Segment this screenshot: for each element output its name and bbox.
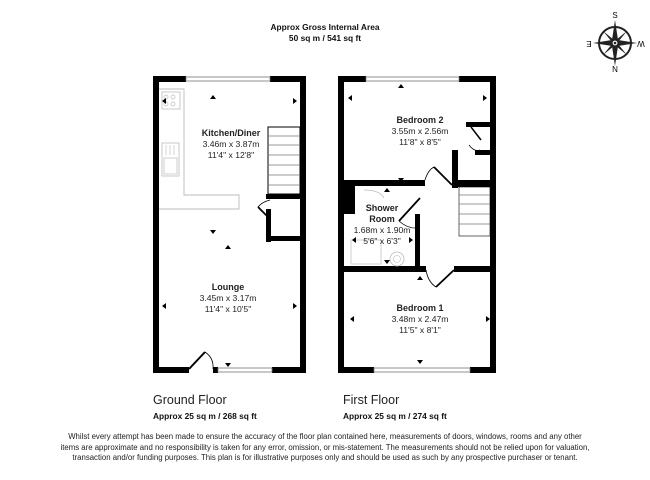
compass-south-label: S (612, 11, 617, 20)
compass-icon: S N E W (585, 8, 645, 74)
room-lounge: Lounge 3.45m x 3.17m 11'4" x 10'5" (200, 282, 257, 315)
room-metric: 3.48m x 2.47m (391, 314, 449, 324)
room-name: Lounge (211, 282, 245, 292)
first-floor-area: Approx 25 sq m / 274 sq ft (343, 411, 447, 421)
ground-floor-title: Ground Floor (153, 393, 227, 407)
compass-east-label: E (586, 39, 591, 48)
room-imperial: 11'5" x 8'1" (399, 325, 441, 335)
room-metric: 3.46m x 3.87m (202, 139, 260, 149)
room-imperial: 11'4" x 12'8" (207, 150, 255, 160)
room-bedroom-2: Bedroom 2 3.55m x 2.56m 11'8" x 8'5" (392, 115, 449, 148)
room-imperial: 11'8" x 8'5" (399, 137, 441, 147)
room-metric: 3.55m x 2.56m (391, 126, 449, 136)
ground-floor-area: Approx 25 sq m / 268 sq ft (153, 411, 257, 421)
first-floor-title: First Floor (343, 393, 400, 407)
room-imperial: 11'4" x 10'5" (204, 304, 252, 314)
gia-title: Approx Gross Internal Area (270, 22, 380, 32)
room-metric: 3.45m x 3.17m (199, 293, 257, 303)
disclaimer-text: Whilst every attempt has been made to en… (60, 432, 590, 463)
room-imperial: 5'6" x 6'3" (363, 236, 401, 246)
compass-west-label: W (637, 39, 645, 48)
room-name: Shower (365, 203, 399, 213)
compass-north-label: N (612, 65, 618, 74)
room-metric: 1.68m x 1.90m (353, 225, 411, 235)
first-floor-plan (338, 76, 496, 373)
room-shower-room: Shower Room 1.68m x 1.90m 5'6" x 6'3" (354, 203, 411, 247)
room-name: Bedroom 2 (396, 115, 444, 125)
room-name: Kitchen/Diner (201, 128, 261, 138)
room-kitchen-diner: Kitchen/Diner 3.46m x 3.87m 11'4" x 12'8… (202, 128, 261, 161)
room-bedroom-1: Bedroom 1 3.48m x 2.47m 11'5" x 8'1" (392, 303, 449, 336)
gross-internal-area: Approx Gross Internal Area 50 sq m / 541… (0, 22, 650, 44)
gia-value: 50 sq m / 541 sq ft (288, 33, 362, 43)
room-name-line2: Room (369, 214, 395, 224)
room-name: Bedroom 1 (396, 303, 444, 313)
ground-floor-plan (153, 76, 306, 373)
